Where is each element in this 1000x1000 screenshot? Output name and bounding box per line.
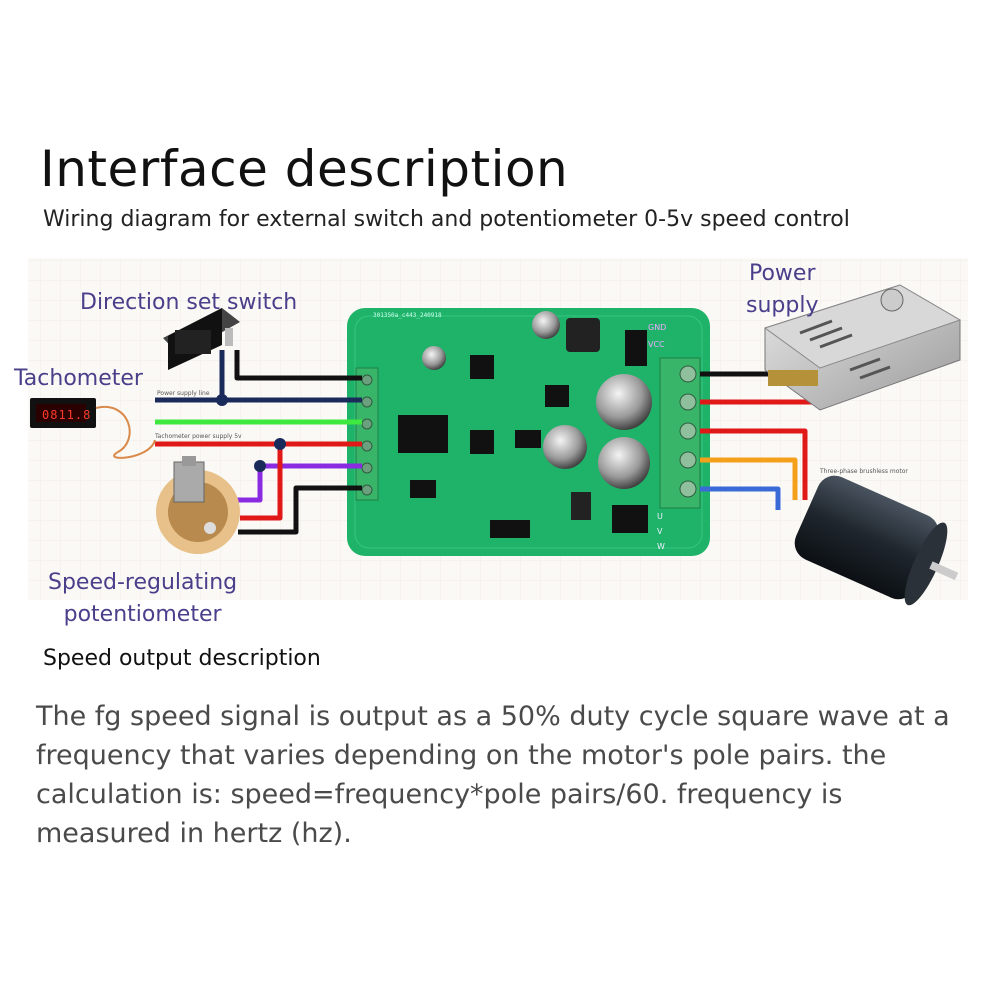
resistor-label: 200 [579,496,590,514]
direction-switch-label: Direction set switch [80,290,298,315]
wire-black-pot [238,485,362,535]
motor-icon [794,475,959,606]
potentiometer-icon [156,456,240,554]
pcb-code: 301350a_c443_240918 [373,312,442,319]
junction-dot [274,438,286,450]
pcb-v-label: V [657,527,663,536]
inductor [566,318,600,352]
junction-dot [216,394,228,406]
page-title: Interface description [40,140,569,198]
speed-output-title: Speed output description [43,646,321,671]
capacitor-large [596,374,652,430]
pcb-gnd-label: GND [648,323,667,332]
wire-purple-pot [228,463,362,503]
speed-output-body: The fg speed signal is output as a 50% d… [36,701,950,849]
resistor [571,492,591,520]
power-supply-label-line1: Power [748,261,816,286]
wire-motor-red [700,428,808,500]
pcb-w-label: W [657,542,665,551]
tachometer-power-note: Tachometer power supply 5v [155,433,242,440]
wire-black-switch [234,350,362,381]
power-supply-label-line2: supply [746,293,819,318]
wire-motor-blue [700,486,781,510]
potentiometer-label-line2: potentiometer [63,602,222,627]
power-supply-line-note: Power supply line [157,390,210,397]
motor-label: Three-phase brushless motor [820,468,908,475]
tachometer-icon [30,398,156,459]
power-supply-label: Power supply [746,258,818,322]
rocker-switch-icon [163,308,240,370]
potentiometer-label-line1: Speed-regulating [48,570,238,595]
pcb-u-label: U [657,512,663,521]
potentiometer-label: Speed-regulating potentiometer [48,567,237,631]
wire-red-pot [240,444,283,521]
capacitor [532,311,560,339]
driver-ic [398,415,448,453]
junction-dot [254,460,266,472]
tachometer-label: Tachometer [14,366,143,391]
tachometer-display: 0811.8 [42,408,92,422]
power-supply-icon [763,284,962,411]
page-subtitle: Wiring diagram for external switch and p… [43,207,850,232]
pcb-vcc-label: VCC [648,340,665,349]
wire-motor-orange [700,457,798,500]
left-terminal-block [355,367,379,501]
